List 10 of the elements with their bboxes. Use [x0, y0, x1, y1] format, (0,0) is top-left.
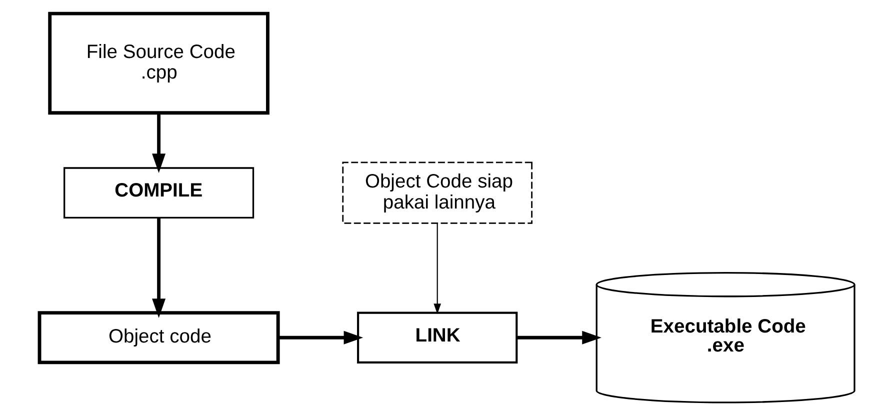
- node-box: Object code: [37, 311, 280, 364]
- node-box: Object Code siap pakai lainnya: [342, 162, 532, 224]
- arrow: [152, 112, 166, 173]
- node-box: File Source Code .cpp: [48, 12, 269, 115]
- arrow: [516, 330, 601, 344]
- node-box: COMPILE: [63, 167, 254, 218]
- arrow: [152, 218, 166, 318]
- arrow: [433, 224, 441, 314]
- arrow: [278, 330, 363, 344]
- node-box: LINK: [356, 312, 518, 364]
